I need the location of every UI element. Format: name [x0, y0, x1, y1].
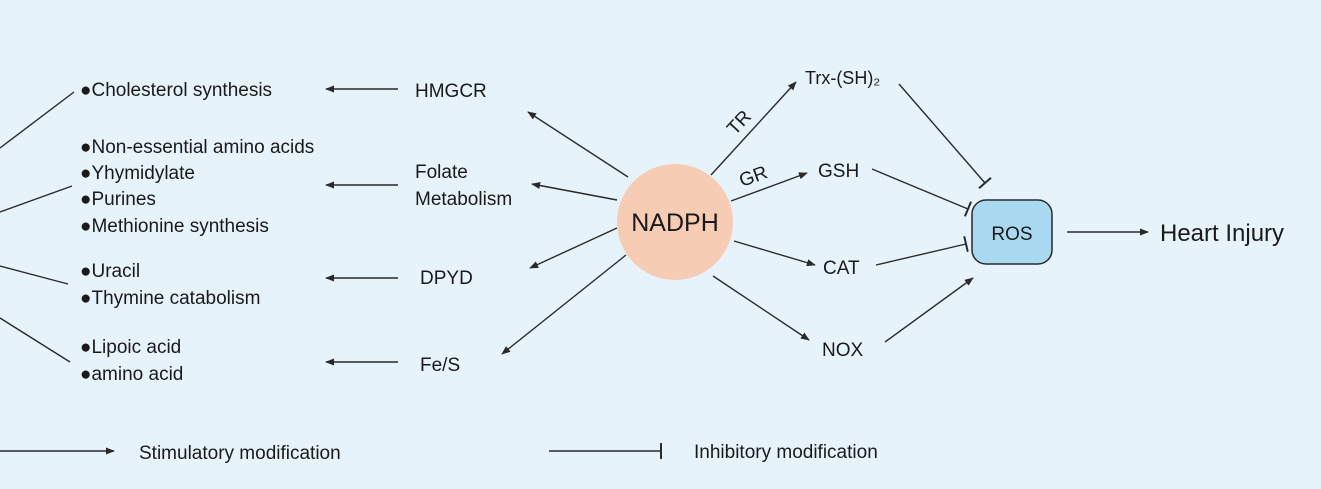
nadph-to-fes-arrow [501, 254, 627, 355]
nadph-to-gsh-arrow [730, 172, 808, 202]
gsh-inhibits-ros-line [871, 168, 972, 217]
methionine-synthesis-label: ●Methionine synthesis [80, 216, 269, 237]
left-connector-line [0, 91, 75, 149]
yhymidylate-label: ●Yhymidylate [80, 163, 195, 184]
nadph-to-dpyd-arrow [529, 227, 618, 269]
ros-node [971, 199, 1053, 265]
nadph-to-hmgcr-arrow [527, 111, 629, 178]
cat-inhibits-ros-line [875, 235, 969, 266]
amino-acid-label: ●amino acid [80, 364, 183, 385]
nadph-to-trx-arrow [710, 81, 797, 176]
tr-enzyme-label: TR [723, 107, 756, 140]
cat-label: CAT [823, 258, 860, 279]
purines-label: ●Purines [80, 189, 156, 210]
trx-inhibits-ros-line [898, 83, 992, 190]
nadph-label: NADPH [631, 209, 719, 237]
nadph-node [617, 164, 733, 280]
heart-injury-label: Heart Injury [1160, 220, 1284, 247]
legend-stimulatory-label: Stimulatory modification [139, 443, 341, 464]
thymine-catabolism-label: ●Thymine catabolism [80, 288, 260, 309]
nox-stimulates-ros-arrow [884, 277, 974, 343]
dpyd-label: DPYD [420, 268, 473, 289]
trx-sh2-label: Trx-(SH)₂ [805, 68, 880, 88]
ros-label: ROS [991, 224, 1032, 245]
nox-label: NOX [822, 340, 864, 361]
left-connector-line [0, 317, 71, 363]
nadph-to-cat-arrow [733, 240, 816, 267]
left-connector-line [0, 265, 69, 285]
hmgcr-label: HMGCR [415, 81, 487, 102]
folate-label: Folate [415, 162, 468, 183]
cholesterol-synthesis-label: ●Cholesterol synthesis [80, 80, 272, 101]
metabolism-label: Metabolism [415, 189, 512, 210]
fes-label: Fe/S [420, 355, 460, 376]
uracil-label: ●Uracil [80, 261, 140, 282]
nadph-to-nox-arrow [712, 275, 810, 341]
gsh-label: GSH [818, 161, 859, 182]
gr-enzyme-label: GR [737, 162, 771, 191]
left-connector-line [0, 185, 73, 213]
legend-inhibitory-label: Inhibitory modification [694, 442, 878, 463]
nadph-to-folate-arrow [531, 181, 618, 201]
lipoic-acid-label: ●Lipoic acid [80, 337, 181, 358]
non-essential-amino-acids-label: ●Non-essential amino acids [80, 137, 314, 158]
